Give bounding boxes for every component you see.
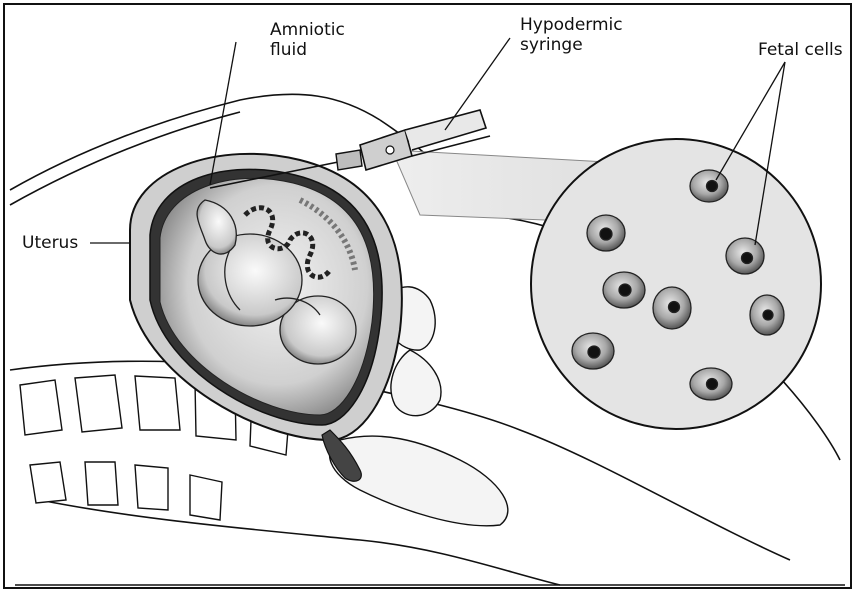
hypodermic-syringe-label: Hypodermic syringe	[520, 15, 623, 55]
fetal-cells-label: Fetal cells	[758, 40, 843, 60]
amniotic-fluid-label: Amniotic fluid	[270, 20, 345, 60]
uterus-label: Uterus	[22, 233, 78, 253]
fetal-cells-magnified	[531, 139, 821, 429]
amniotic-fluid-label-line2: fluid	[270, 40, 345, 60]
syringe-label-line1: Hypodermic	[520, 15, 623, 35]
amniotic-fluid-label-line1: Amniotic	[270, 20, 345, 40]
syringe-label-line2: syringe	[520, 35, 623, 55]
